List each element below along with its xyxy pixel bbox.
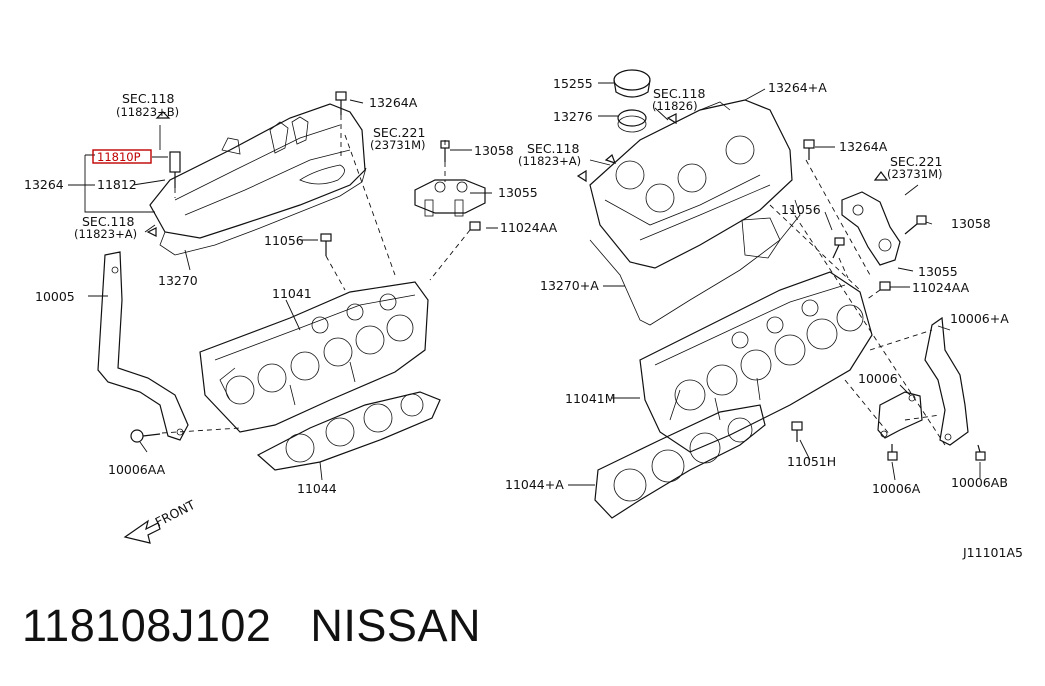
bolt-11051h bbox=[791, 421, 803, 442]
gasket-13270a bbox=[589, 199, 801, 326]
caption-brand: NISSAN bbox=[310, 600, 481, 651]
bolt-13058-right bbox=[904, 215, 927, 235]
label-10006a: 10006A bbox=[872, 481, 921, 496]
bolt-10006ab bbox=[975, 444, 986, 461]
cylinder-head-left bbox=[199, 281, 429, 433]
bolt-10006a bbox=[887, 444, 898, 461]
label-11024aa-right: 11024AA bbox=[912, 280, 970, 295]
label-sec118-a-line1: SEC.118 bbox=[82, 214, 134, 229]
label-13276: 13276 bbox=[553, 109, 593, 124]
bracket-10006a bbox=[924, 316, 969, 446]
label-13270: 13270 bbox=[158, 273, 198, 288]
label-13264a-right: 13264A bbox=[839, 139, 888, 154]
label-15255: 15255 bbox=[553, 76, 593, 91]
seal-13276 bbox=[617, 109, 647, 133]
label-11812: 11812 bbox=[97, 177, 137, 192]
label-sec221-left-line2: (23731M) bbox=[370, 138, 425, 152]
label-13264: 13264 bbox=[24, 177, 64, 192]
label-front: FRONT bbox=[153, 497, 198, 530]
rocker-cover-right bbox=[589, 99, 793, 269]
label-10005: 10005 bbox=[35, 289, 75, 304]
solenoid-13055-left bbox=[414, 179, 486, 217]
label-11024aa-left: 11024AA bbox=[500, 220, 558, 235]
plug-11024aa-left bbox=[469, 221, 481, 231]
label-10006aa: 10006AA bbox=[108, 462, 166, 477]
label-sec118a-right-line2: (11823+A) bbox=[518, 154, 581, 168]
front-arrow bbox=[123, 519, 161, 544]
plug-11024aa-right bbox=[879, 281, 891, 291]
label-sec221-left-line1: SEC.221 bbox=[373, 125, 425, 140]
diagram-code: J11101A5 bbox=[962, 545, 1023, 560]
highlight-box-11810p bbox=[92, 149, 152, 164]
label-sec118a-right-line1: SEC.118 bbox=[527, 141, 579, 156]
bracket-10006 bbox=[877, 391, 923, 439]
label-sec221-right-line1: SEC.221 bbox=[890, 154, 942, 169]
label-13264a-plus: 13264+A bbox=[768, 80, 827, 95]
bolt-11056-right bbox=[832, 237, 845, 259]
label-13264a-left: 13264A bbox=[369, 95, 418, 110]
label-10006ab: 10006AB bbox=[951, 475, 1008, 490]
label-11044a: 11044+A bbox=[505, 477, 564, 492]
caption-part-number: 118108J102 bbox=[22, 600, 272, 651]
bolt-11056-left bbox=[320, 233, 332, 256]
label-11041m: 11041M bbox=[565, 391, 616, 406]
label-13270a: 13270+A bbox=[540, 278, 599, 293]
label-11041: 11041 bbox=[272, 286, 312, 301]
rocker-cover-left bbox=[149, 103, 366, 239]
head-gasket-11044 bbox=[256, 391, 441, 471]
bolt-13264a-left bbox=[335, 91, 347, 115]
label-11056-right: 11056 bbox=[781, 202, 821, 217]
label-sec221-right-line2: (23731M) bbox=[887, 167, 942, 181]
head-gasket-11044a bbox=[594, 404, 766, 519]
cylinder-head-right bbox=[639, 271, 873, 453]
label-13058-left: 13058 bbox=[474, 143, 514, 158]
gasket-13270 bbox=[159, 167, 367, 256]
label-11056-left: 11056 bbox=[264, 233, 304, 248]
label-sec118-right-line1: SEC.118 bbox=[653, 86, 705, 101]
label-11051h: 11051H bbox=[787, 454, 836, 469]
bolt-10006aa bbox=[130, 429, 161, 443]
label-11044: 11044 bbox=[297, 481, 337, 496]
label-10006a-plus: 10006+A bbox=[950, 311, 1009, 326]
solenoid-13055-right bbox=[841, 191, 901, 266]
label-sec118-b-line1: SEC.118 bbox=[122, 91, 174, 106]
label-sec118-a-line2: (11823+A) bbox=[74, 227, 137, 241]
oil-filler-cap-15255 bbox=[613, 69, 651, 98]
caption: 118108J102 NISSAN bbox=[22, 600, 481, 652]
bolt-13264a-right bbox=[803, 139, 815, 160]
label-11810p[interactable]: 11810P bbox=[97, 150, 141, 164]
label-13058-right: 13058 bbox=[951, 216, 991, 231]
seal-right-small bbox=[741, 217, 781, 259]
sensor-11810p bbox=[169, 151, 181, 188]
label-10006: 10006 bbox=[858, 371, 898, 386]
label-sec118-b-line2: (11823+B) bbox=[116, 105, 179, 119]
label-13055-right: 13055 bbox=[918, 264, 958, 279]
label-13055-left: 13055 bbox=[498, 185, 538, 200]
label-sec118-right-line2: (11826) bbox=[652, 99, 698, 113]
